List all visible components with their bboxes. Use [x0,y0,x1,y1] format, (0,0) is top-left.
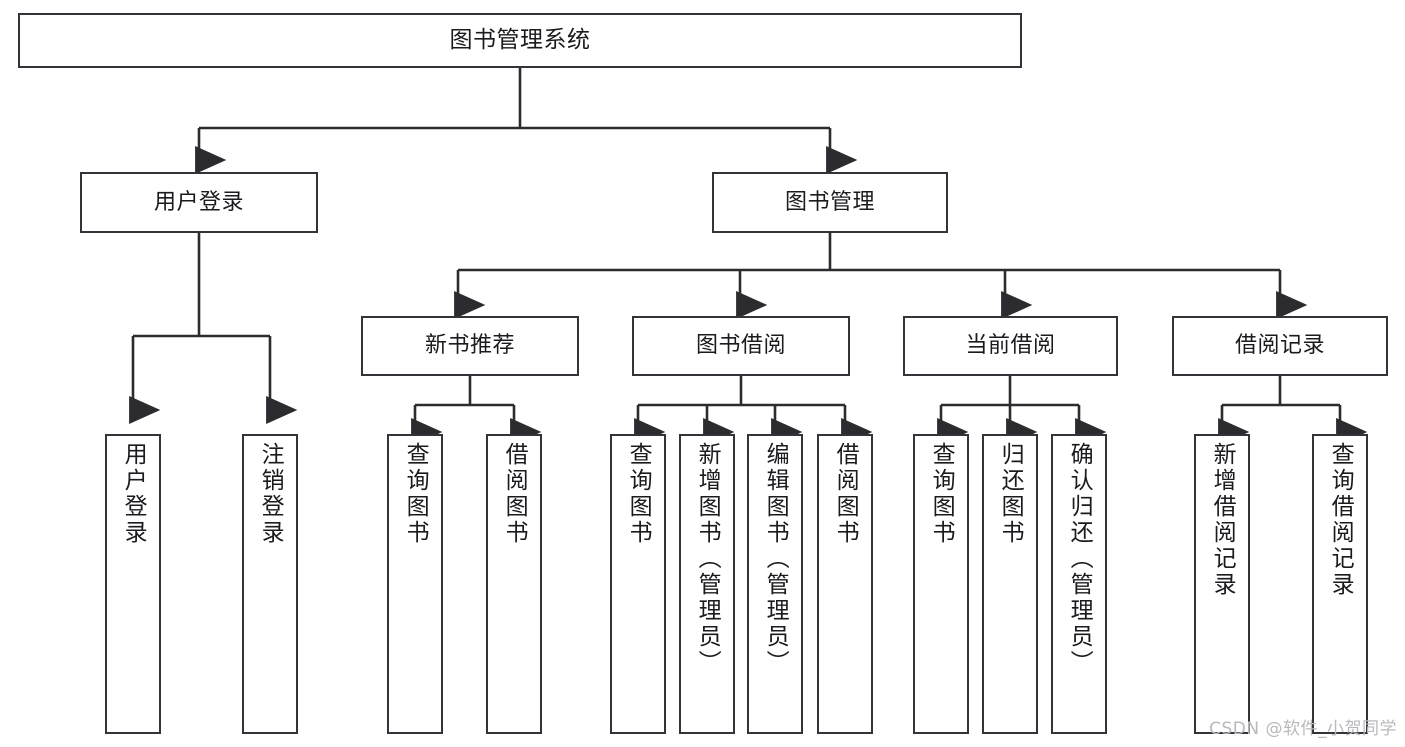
node-label: 用户登录 [153,189,244,215]
node-label: 编辑图书（管理员） [762,442,789,676]
leaf-return-book[interactable]: 归还图书 [982,434,1038,734]
node-label: 图书借阅 [695,333,786,359]
leaf-edit-book-admin[interactable]: 编辑图书（管理员） [747,434,803,734]
node-label: 图书管理 [784,189,875,215]
node-label: 当前借阅 [965,333,1056,359]
leaf-add-book-admin[interactable]: 新增图书（管理员） [679,434,735,734]
node-current-borrow[interactable]: 当前借阅 [903,316,1118,376]
node-label: 确认归还（管理员） [1066,442,1093,676]
node-label: 新书推荐 [424,333,515,359]
node-label: 归还图书 [997,442,1024,546]
node-label: 查询图书 [928,442,955,546]
node-label: 查询图书 [402,442,429,546]
node-label: 图书管理系统 [449,26,591,53]
node-borrow-record[interactable]: 借阅记录 [1172,316,1388,376]
node-new-book-recommend[interactable]: 新书推荐 [361,316,579,376]
node-label: 借阅图书 [832,442,859,546]
leaf-add-borrow-record[interactable]: 新增借阅记录 [1194,434,1250,734]
leaf-user-login[interactable]: 用户登录 [105,434,161,734]
node-label: 新增借阅记录 [1209,442,1236,598]
node-label: 借阅图书 [501,442,528,546]
node-label: 查询图书 [625,442,652,546]
csdn-watermark: CSDN @软件_小贺同学 [1209,719,1397,739]
node-label: 注销登录 [257,442,284,546]
node-label: 借阅记录 [1234,333,1325,359]
leaf-confirm-return-admin[interactable]: 确认归还（管理员） [1051,434,1107,734]
node-label: 新增图书（管理员） [694,442,721,676]
leaf-new-book-query[interactable]: 查询图书 [387,434,443,734]
leaf-borrow-query-book[interactable]: 查询图书 [610,434,666,734]
leaf-current-query-book[interactable]: 查询图书 [913,434,969,734]
node-book-borrow[interactable]: 图书借阅 [632,316,850,376]
node-label: 用户登录 [120,442,147,546]
node-user-login[interactable]: 用户登录 [80,172,318,233]
leaf-new-book-borrow[interactable]: 借阅图书 [486,434,542,734]
node-root-system[interactable]: 图书管理系统 [18,13,1022,68]
leaf-logout[interactable]: 注销登录 [242,434,298,734]
leaf-borrow-book[interactable]: 借阅图书 [817,434,873,734]
node-book-management[interactable]: 图书管理 [712,172,948,233]
node-label: 查询借阅记录 [1327,442,1354,598]
leaf-query-borrow-record[interactable]: 查询借阅记录 [1312,434,1368,734]
